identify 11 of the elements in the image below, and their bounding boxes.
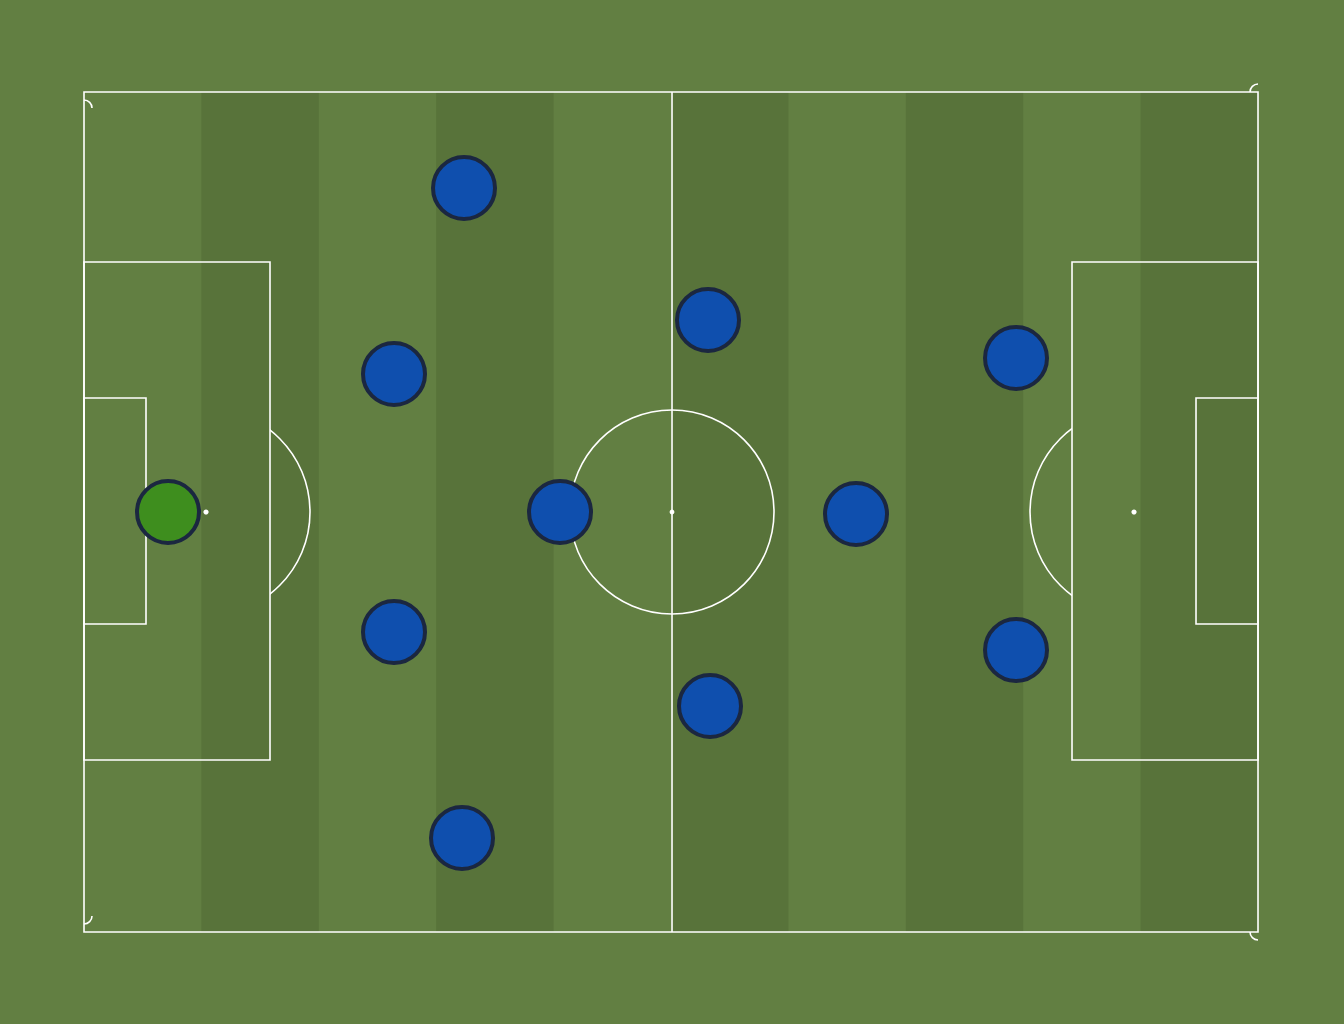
- player-marker: [527, 479, 593, 545]
- player-marker: [429, 805, 495, 871]
- player-marker: [431, 155, 497, 221]
- player-marker: [983, 325, 1049, 391]
- player-marker: [361, 599, 427, 665]
- player-marker: [361, 341, 427, 407]
- player-marker: [677, 673, 743, 739]
- player-marker: [675, 287, 741, 353]
- player-marker: [983, 617, 1049, 683]
- player-marker: [823, 481, 889, 547]
- player-marker: [135, 479, 201, 545]
